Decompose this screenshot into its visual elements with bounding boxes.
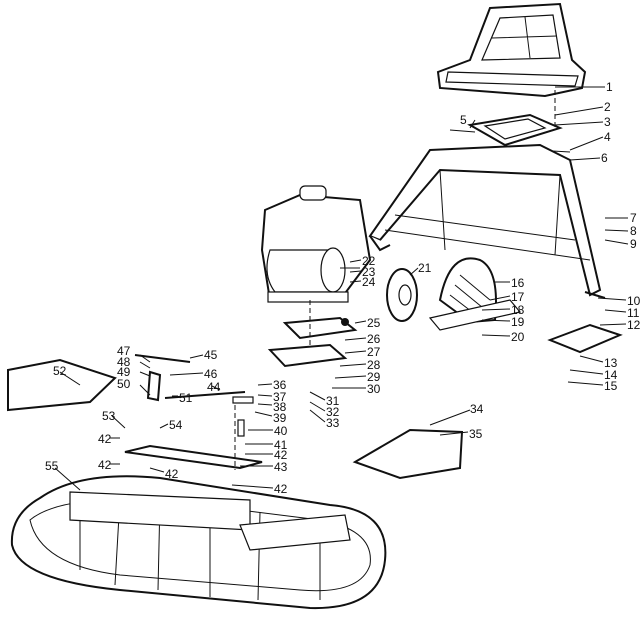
leader-lines	[54, 86, 629, 491]
side-plate-right	[352, 428, 464, 480]
callout-2: 2	[604, 100, 611, 114]
callout-47: 47	[117, 344, 131, 358]
callout-42: 42	[274, 448, 288, 462]
callout-38: 38	[273, 400, 287, 414]
callout-4: 4	[604, 130, 611, 144]
callout-29: 29	[367, 370, 381, 384]
callout-36: 36	[273, 378, 287, 392]
mount-plates	[267, 316, 358, 368]
callout-24: 24	[362, 275, 376, 289]
callout-39: 39	[273, 411, 287, 425]
callout-16: 16	[511, 276, 525, 290]
callout-33: 33	[326, 416, 340, 430]
callout-30: 30	[367, 382, 381, 396]
callout-1: 1	[606, 80, 613, 94]
callout-12: 12	[627, 318, 641, 332]
callout-52: 52	[53, 364, 67, 378]
belt-guard	[428, 257, 522, 331]
callout-53: 53	[102, 409, 116, 423]
callout-26: 26	[367, 332, 381, 346]
callout-5: 5	[460, 113, 467, 127]
callout-27: 27	[367, 345, 381, 359]
callout-45: 45	[204, 348, 218, 362]
callout-48: 48	[117, 355, 131, 369]
callout-44: 44	[207, 380, 221, 394]
callout-7: 7	[630, 211, 637, 225]
callout-19: 19	[511, 315, 525, 329]
callout-8: 8	[630, 224, 637, 238]
callout-54: 54	[169, 418, 183, 432]
callout-34: 34	[470, 402, 484, 416]
callout-32: 32	[326, 405, 340, 419]
callout-42: 42	[98, 432, 112, 446]
callout-14: 14	[604, 368, 618, 382]
callout-18: 18	[511, 303, 525, 317]
callout-49: 49	[117, 365, 131, 379]
callout-17: 17	[511, 290, 525, 304]
callout-6: 6	[601, 151, 608, 165]
seat-bracket	[449, 113, 571, 153]
callout-40: 40	[274, 424, 288, 438]
callout-43: 43	[274, 460, 288, 474]
callout-37: 37	[273, 390, 287, 404]
pulley	[386, 268, 418, 322]
callout-13: 13	[604, 356, 618, 370]
seat	[436, 2, 587, 98]
callout-51: 51	[179, 391, 193, 405]
callout-15: 15	[604, 379, 618, 393]
callout-50: 50	[117, 377, 131, 391]
callout-labels: 1 2 3 4 5 6 7 8 9 10 11 12 13 14 15 16 1…	[45, 80, 641, 496]
assembly-line	[234, 90, 556, 470]
seat-frame	[368, 143, 606, 299]
callout-28: 28	[367, 358, 381, 372]
float-pan-frame	[10, 475, 387, 610]
callout-21: 21	[418, 261, 432, 275]
callout-42: 42	[165, 467, 179, 481]
control-levers	[134, 354, 254, 437]
callout-20: 20	[511, 330, 525, 344]
callout-42: 42	[98, 458, 112, 472]
bracket	[547, 323, 623, 354]
callout-9: 9	[630, 237, 637, 251]
callout-11: 11	[627, 306, 640, 320]
callout-25: 25	[367, 316, 381, 330]
callout-23: 23	[362, 265, 376, 279]
callout-42: 42	[274, 482, 288, 496]
callout-22: 22	[362, 254, 376, 268]
engine	[260, 185, 372, 303]
callout-3: 3	[604, 115, 611, 129]
callout-41: 41	[274, 438, 288, 452]
callout-46: 46	[204, 367, 218, 381]
callout-31: 31	[326, 394, 340, 408]
base-plate	[124, 444, 263, 470]
callout-35: 35	[469, 427, 483, 441]
callout-55: 55	[45, 459, 59, 473]
side-plate-left	[7, 358, 117, 412]
callout-10: 10	[627, 294, 641, 308]
